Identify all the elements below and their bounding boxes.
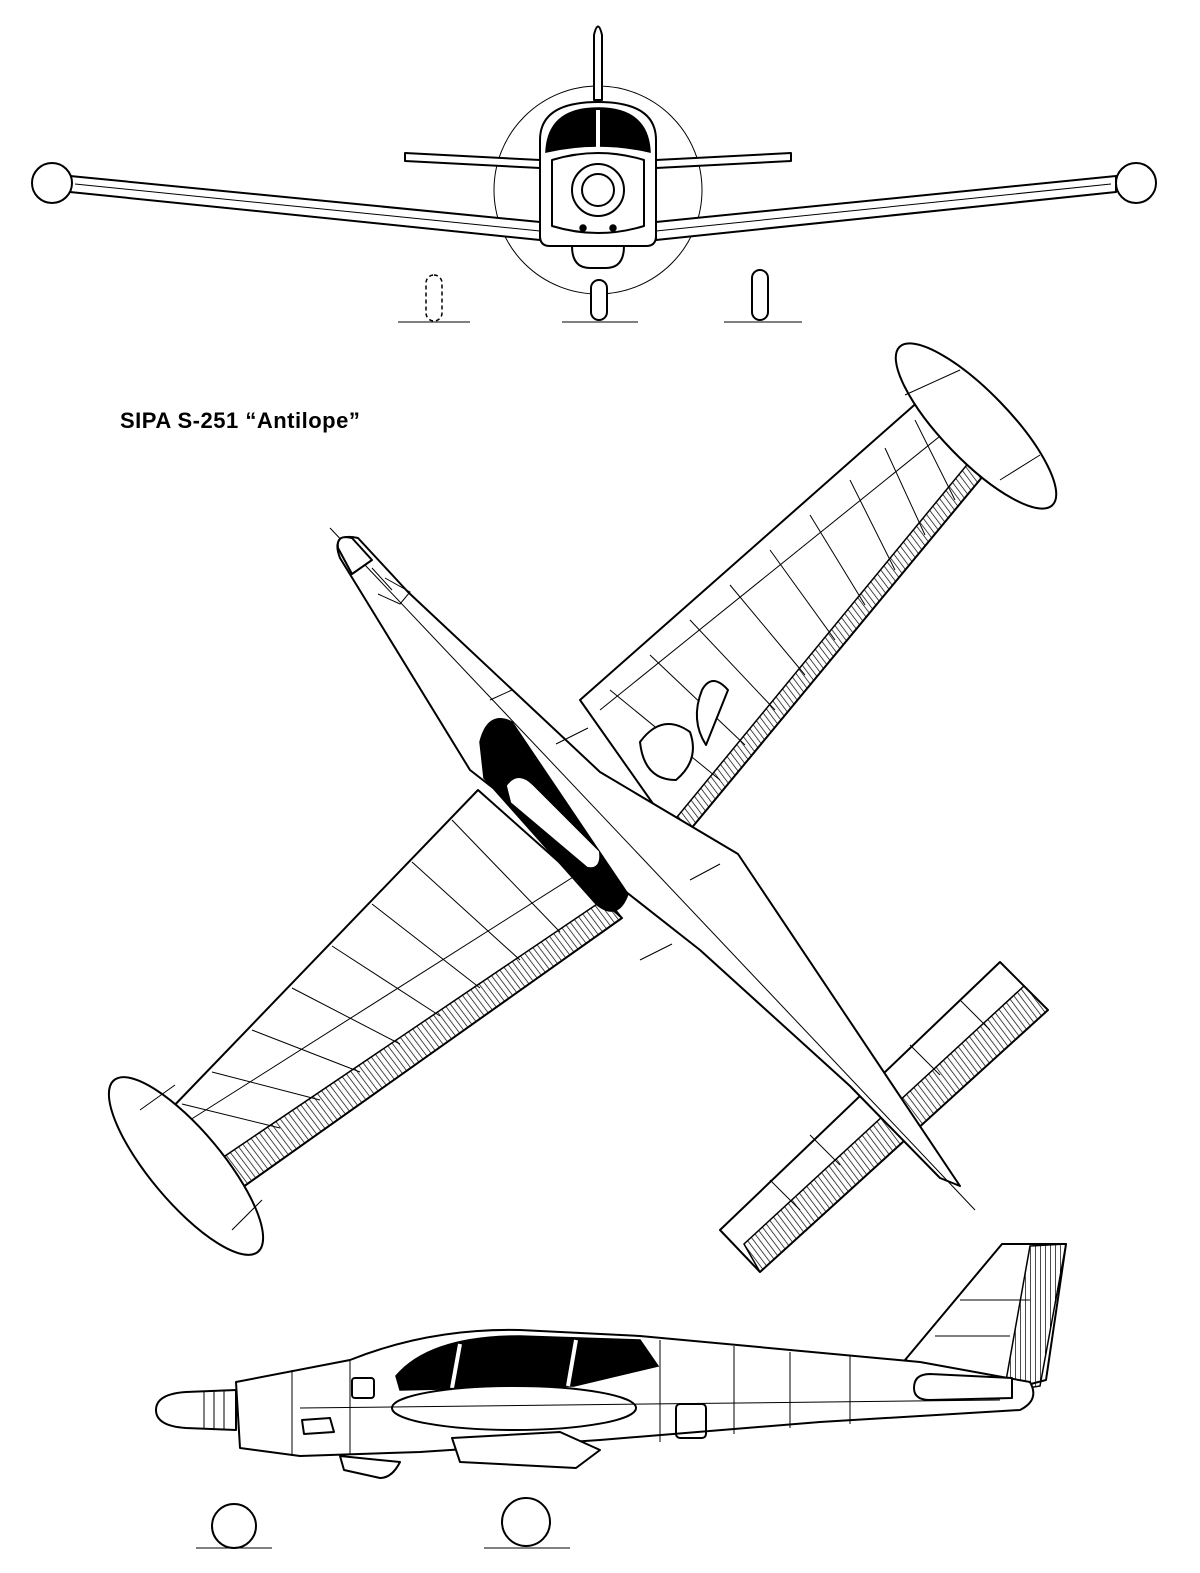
front-left-tip-tank [31, 162, 73, 204]
side-nose-gear-door [339, 1455, 401, 1479]
side-canopy [395, 1335, 660, 1391]
front-fin [593, 25, 603, 101]
front-right-gear [751, 269, 769, 321]
plan-cowl-details [371, 567, 411, 605]
side-main-gear-door [451, 1431, 601, 1469]
plan-view [107, 342, 1058, 1274]
front-chin-intake [571, 245, 625, 269]
plan-upper-tip-tank [894, 342, 1058, 510]
front-left-gear [425, 274, 443, 322]
side-view [155, 1243, 1067, 1549]
side-spinner [155, 1389, 237, 1431]
plan-upper-wing-marking [695, 680, 729, 746]
side-nose-wheel [211, 1503, 257, 1549]
front-left-wing [69, 175, 541, 241]
aircraft-title: SIPA S-251 “Antilope” [120, 408, 361, 433]
front-spinner [571, 163, 625, 217]
front-right-tip-tank [1115, 162, 1157, 204]
plan-upper-wing [579, 399, 989, 843]
side-rudder [1003, 1243, 1067, 1393]
plan-lower-tip-tank [107, 1076, 265, 1256]
plan-spinner [336, 536, 373, 575]
side-main-wheel [501, 1497, 551, 1547]
side-wing-tank [391, 1385, 637, 1431]
side-tailplane [913, 1373, 1013, 1401]
side-exhaust-panel [351, 1377, 375, 1399]
front-view [31, 25, 1157, 323]
front-right-wing [655, 175, 1117, 241]
front-nose-gear [590, 279, 608, 321]
side-access-panel [675, 1403, 707, 1439]
